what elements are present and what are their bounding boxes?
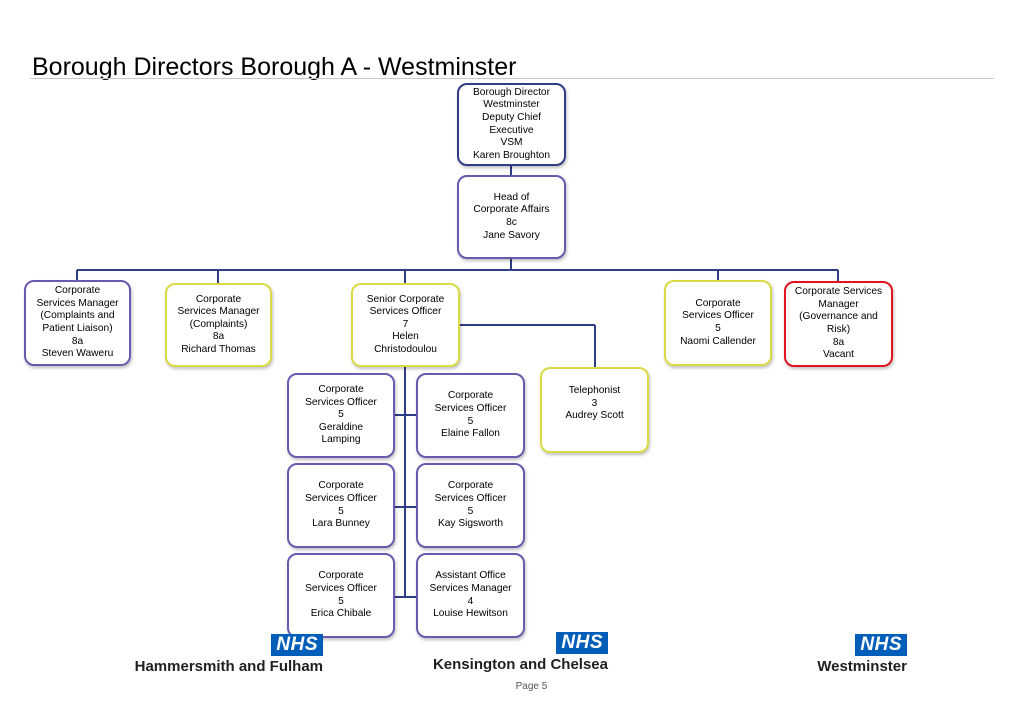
box-telephonist-text: Telephonist 3 Audrey Scott [565,385,624,422]
box-cso-lara-text: Corporate Services Officer 5 Lara Bunney [305,480,377,530]
box-head-corporate-affairs: Head of Corporate Affairs 8c Jane Savory [457,175,566,259]
box-cso-kay-text: Corporate Services Officer 5 Kay Sigswor… [434,480,507,530]
nhs-logo-hammersmith-fulham: NHS Hammersmith and Fulham [122,634,323,676]
box-csm-complaints-text: Corporate Services Manager (Complaints) … [177,293,260,355]
nhs-mark: NHS [855,634,907,656]
box-telephonist: Telephonist 3 Audrey Scott [540,367,649,453]
box-cso-elaine: Corporate Services Officer 5 Elaine Fall… [416,373,525,458]
box-csm-complaints-liaison-text: Corporate Services Manager (Complaints a… [36,285,119,360]
nhs-org-name: Hammersmith and Fulham [134,658,323,675]
box-head-corporate-affairs-text: Head of Corporate Affairs 8c Jane Savory [473,191,550,241]
box-borough-director: Borough Director Westminster Deputy Chie… [457,83,566,166]
box-cso-geraldine: Corporate Services Officer 5 Geraldine L… [287,373,395,458]
box-cso-kay: Corporate Services Officer 5 Kay Sigswor… [416,463,525,548]
box-aosm-louise: Assistant Office Services Manager 4 Loui… [416,553,525,638]
box-cso-naomi: Corporate Services Officer 5 Naomi Calle… [664,280,772,366]
box-senior-cso-text: Senior Corporate Services Officer 7 Hele… [366,293,445,355]
box-cso-lara: Corporate Services Officer 5 Lara Bunney [287,463,395,548]
box-borough-director-text: Borough Director Westminster Deputy Chie… [472,86,551,161]
box-cso-erica: Corporate Services Officer 5 Erica Chiba… [287,553,395,638]
box-cso-erica-text: Corporate Services Officer 5 Erica Chiba… [305,570,377,620]
nhs-mark: NHS [556,632,608,654]
box-csm-governance-text: Corporate Services Manager (Governance a… [794,286,883,361]
nhs-mark: NHS [271,634,323,656]
box-aosm-louise-text: Assistant Office Services Manager 4 Loui… [429,570,512,620]
nhs-org-name: Westminster [817,658,907,675]
title-divider [30,78,994,79]
box-csm-governance: Corporate Services Manager (Governance a… [784,281,893,367]
box-cso-naomi-text: Corporate Services Officer 5 Naomi Calle… [680,297,756,347]
box-senior-cso: Senior Corporate Services Officer 7 Hele… [351,283,460,367]
page-title: Borough Directors Borough A - Westminste… [32,53,517,81]
page-number: Page 5 [515,681,548,692]
box-cso-elaine-text: Corporate Services Officer 5 Elaine Fall… [434,390,507,440]
box-cso-geraldine-text: Corporate Services Officer 5 Geraldine L… [305,384,377,446]
nhs-org-name: Kensington and Chelsea [432,656,608,673]
nhs-logo-westminster: NHS Westminster [806,634,907,676]
box-csm-complaints-liaison: Corporate Services Manager (Complaints a… [24,280,131,366]
box-csm-complaints: Corporate Services Manager (Complaints) … [165,283,272,367]
nhs-logo-kensington-chelsea: NHS Kensington and Chelsea [432,632,608,674]
